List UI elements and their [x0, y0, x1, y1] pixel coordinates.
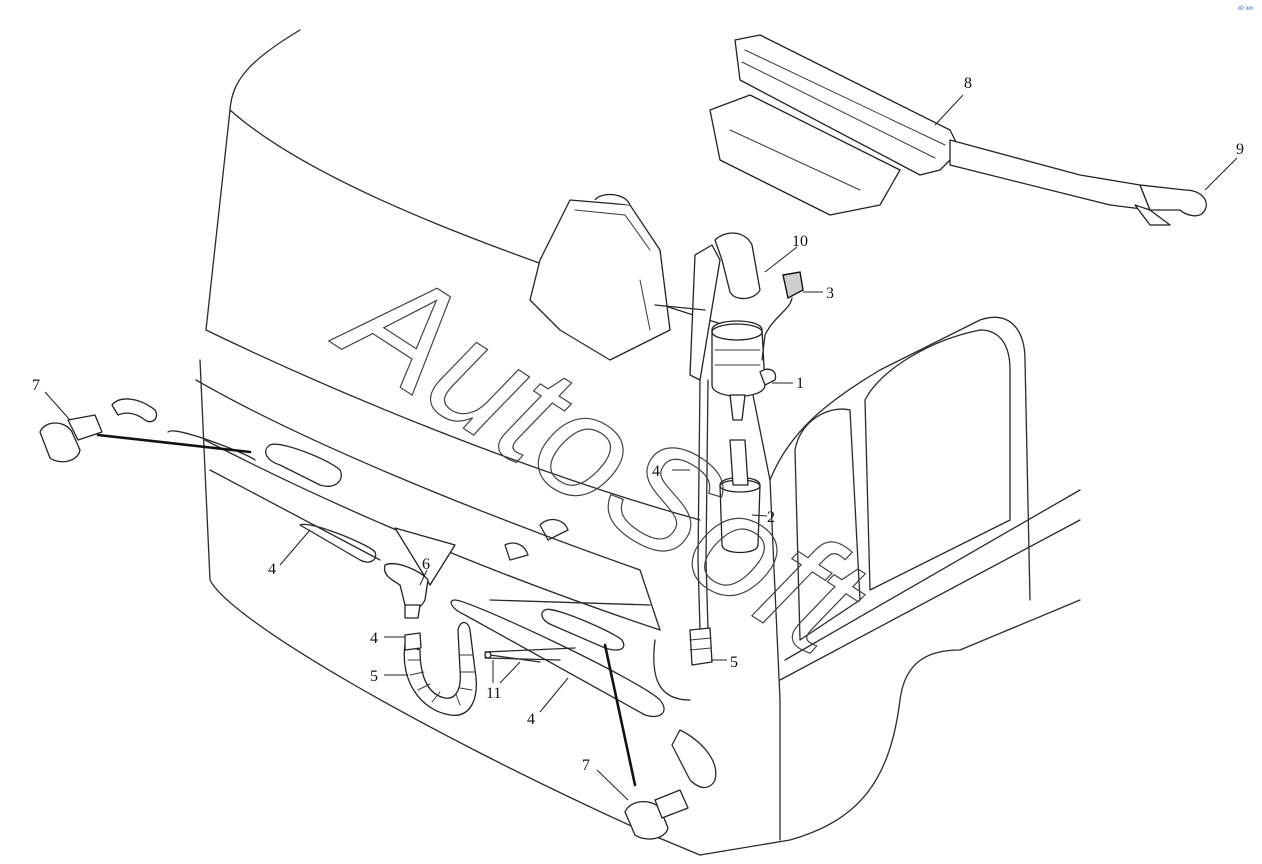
callout-2: 2	[767, 509, 775, 526]
washer-pump	[711, 320, 777, 421]
callout-8: 8	[964, 75, 972, 92]
nozzle-left	[39, 414, 252, 463]
corner-mark: ᵃᴰ ᵃᵃᵒ	[1238, 6, 1254, 13]
callout-11: 11	[486, 685, 501, 702]
check-valve	[719, 439, 761, 554]
callout-4-hose: 4	[370, 630, 378, 647]
callout-5-right: 5	[730, 654, 738, 671]
callout-3: 3	[826, 285, 834, 302]
callout-9: 9	[1236, 141, 1244, 158]
callout-4-left: 4	[268, 561, 276, 578]
wiper-assembly	[709, 34, 1207, 226]
callout-7-left: 7	[32, 377, 40, 394]
callout-1: 1	[796, 375, 804, 392]
callout-5-left: 5	[370, 668, 378, 685]
callouts: 1 2 3 4 4 4 4 5 5 6 7 7 8 9 10 11	[32, 75, 1244, 774]
hoses	[111, 379, 713, 716]
connector	[761, 271, 804, 361]
callout-10: 10	[792, 233, 808, 250]
clips	[484, 647, 576, 663]
washer-reservoir	[529, 193, 671, 361]
nozzle-right	[603, 643, 689, 840]
leader-lines	[44, 94, 1238, 801]
bracket	[383, 527, 456, 619]
callout-4-bottom: 4	[527, 711, 535, 728]
callout-6: 6	[422, 556, 430, 573]
callout-4-pump: 4	[652, 463, 660, 480]
filler-neck	[654, 232, 761, 381]
callout-7-bottom: 7	[582, 757, 590, 774]
